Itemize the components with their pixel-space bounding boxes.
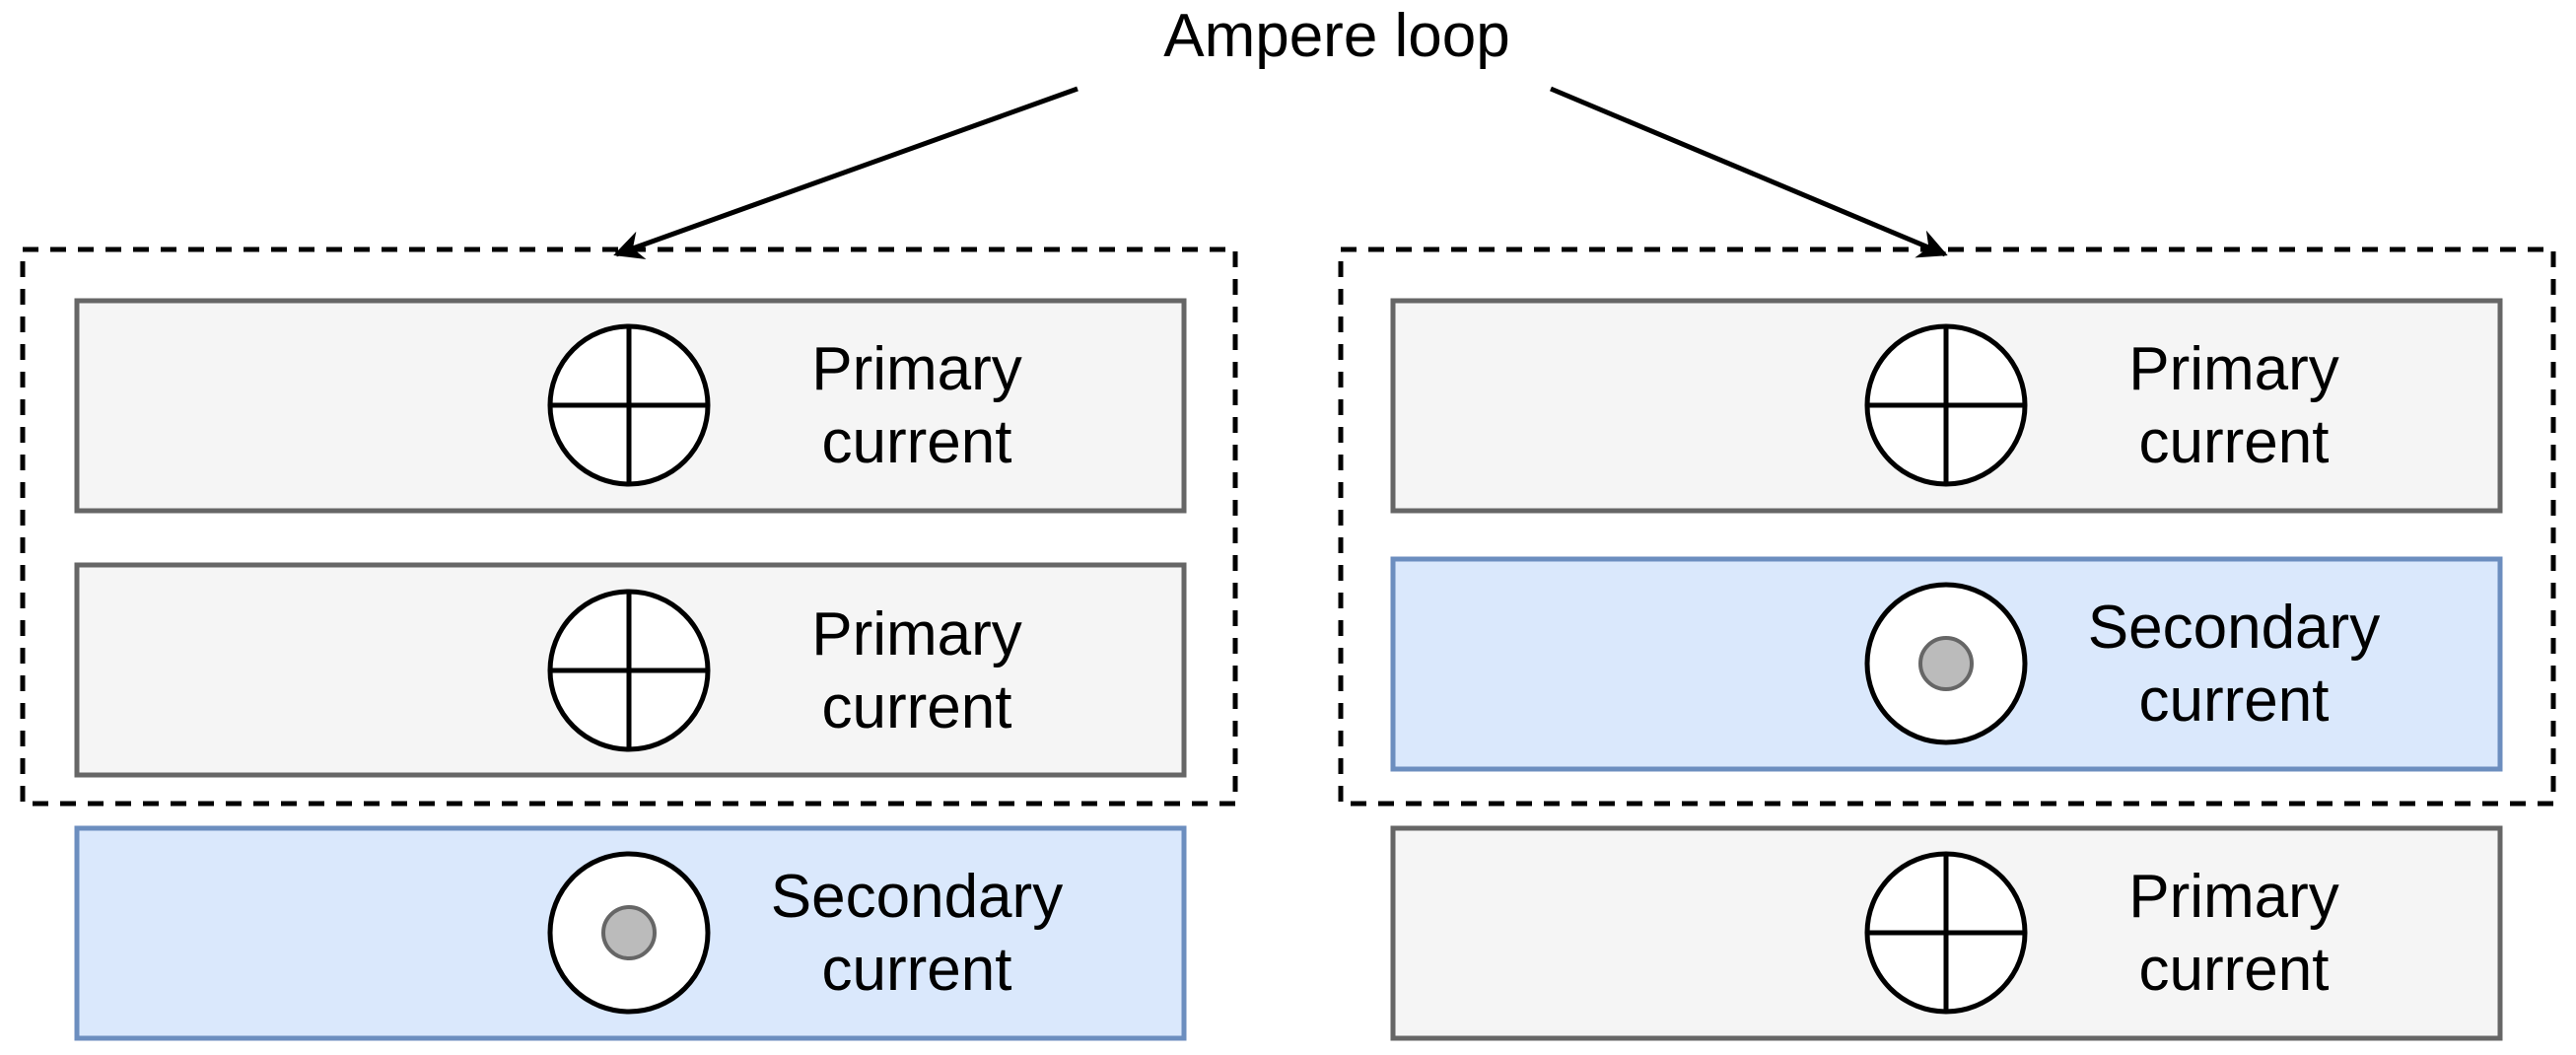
label-line-2: current (821, 936, 1012, 1004)
left-bar-1-label: Primary current (769, 333, 1065, 479)
label-line-2: current (2138, 667, 2330, 735)
dot-circle-icon (547, 851, 711, 1015)
arrow-to-right-loop (1550, 86, 1948, 258)
cross-circle-icon (547, 589, 711, 752)
label-line-1: Primary (2128, 863, 2339, 931)
right-bar-1-label: Primary current (2086, 333, 2382, 479)
label-line-1: Primary (2128, 335, 2339, 403)
label-line-2: current (2138, 936, 2330, 1004)
cross-circle-icon (547, 323, 711, 487)
right-bar-2-label: Secondary current (2056, 592, 2411, 738)
label-line-1: Primary (811, 600, 1022, 668)
label-line-1: Secondary (770, 863, 1064, 931)
label-line-2: current (821, 408, 1012, 476)
label-line-2: current (2138, 408, 2330, 476)
label-line-1: Secondary (2087, 594, 2381, 662)
right-bar-3-label: Primary current (2086, 861, 2382, 1007)
cross-circle-icon (1864, 851, 2028, 1015)
cross-circle-icon (1864, 323, 2028, 487)
left-bar-2-label: Primary current (769, 598, 1065, 744)
label-line-2: current (821, 673, 1012, 741)
ampere-loop-title: Ampere loop (1041, 0, 1633, 79)
ampere-loop-title-text: Ampere loop (1163, 2, 1510, 70)
left-bar-3-label: Secondary current (739, 861, 1094, 1007)
arrow-to-left-loop (613, 86, 1079, 259)
dot-circle-icon (1864, 582, 2028, 745)
label-line-1: Primary (811, 335, 1022, 403)
